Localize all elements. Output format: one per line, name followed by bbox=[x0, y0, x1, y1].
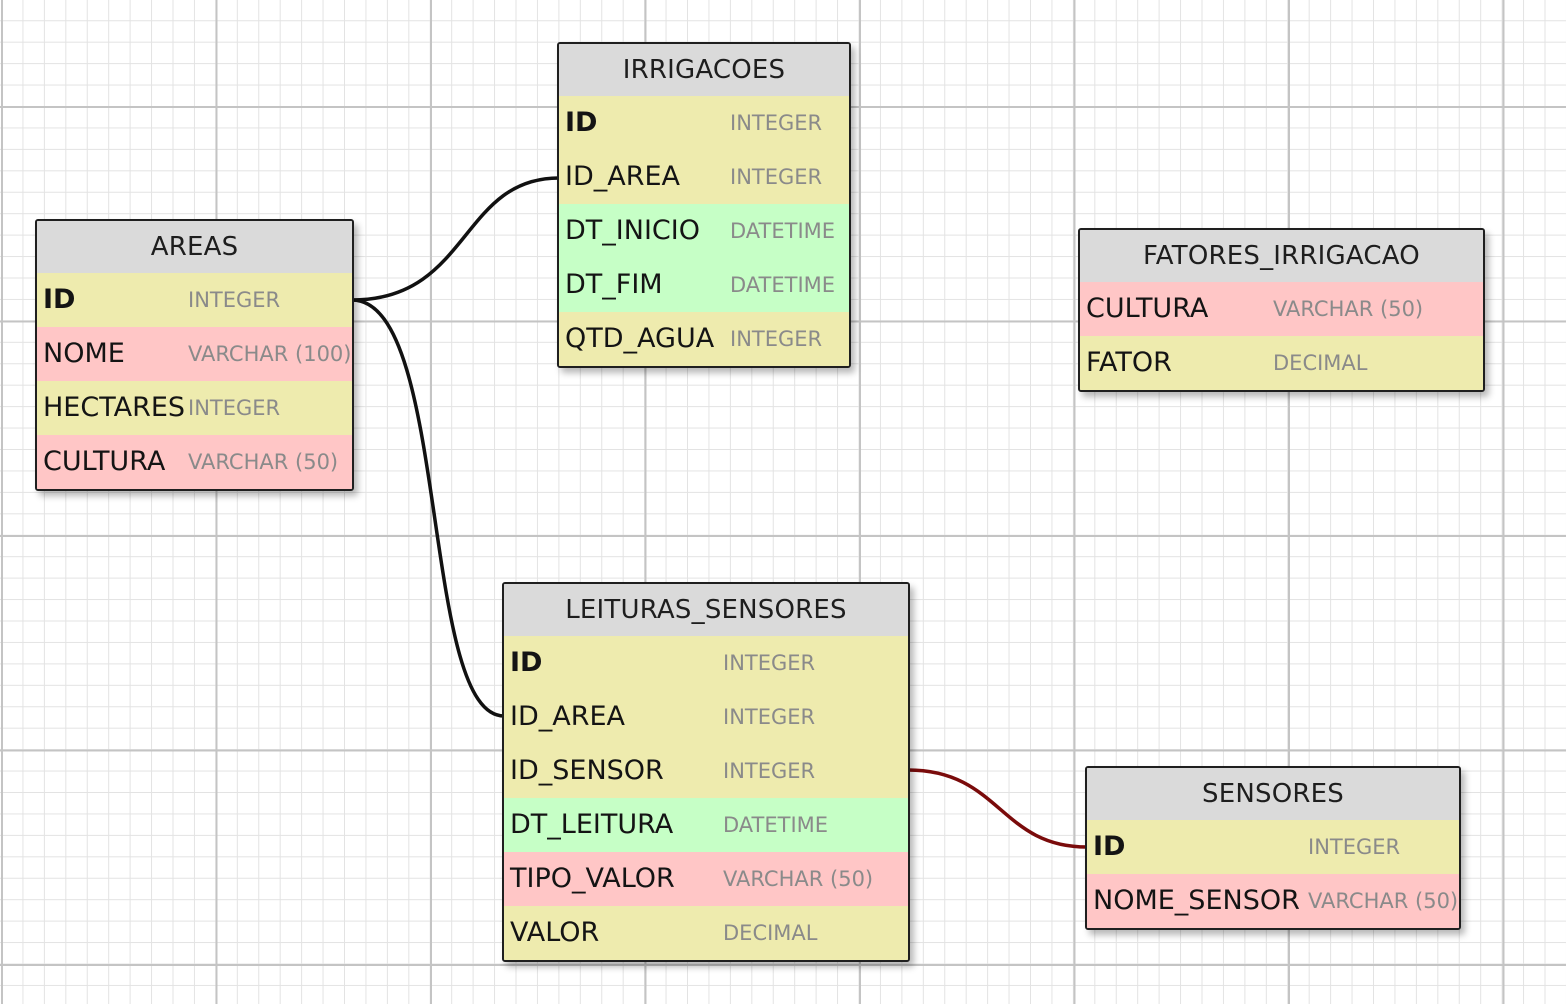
table-title[interactable]: FATORES_IRRIGACAO bbox=[1080, 230, 1483, 282]
table-leituras-sensores[interactable]: LEITURAS_SENSORES ID INTEGER ID_AREA INT… bbox=[502, 582, 910, 962]
column-type: VARCHAR (50) bbox=[188, 450, 339, 474]
column-row-id-sensor[interactable]: ID_SENSOR INTEGER bbox=[504, 744, 908, 798]
column-row-id[interactable]: ID INTEGER bbox=[37, 273, 352, 327]
column-row-cultura[interactable]: CULTURA VARCHAR (50) bbox=[37, 435, 352, 489]
column-type: DATETIME bbox=[730, 219, 836, 243]
table-title[interactable]: AREAS bbox=[37, 221, 352, 273]
column-name: HECTARES bbox=[43, 392, 186, 423]
column-type: VARCHAR (100) bbox=[188, 342, 352, 366]
column-row-fator[interactable]: FATOR DECIMAL bbox=[1080, 336, 1483, 390]
column-type: INTEGER bbox=[723, 759, 816, 783]
table-title[interactable]: SENSORES bbox=[1087, 768, 1459, 820]
table-fatores-irrigacao[interactable]: FATORES_IRRIGACAO CULTURA VARCHAR (50) F… bbox=[1078, 228, 1485, 392]
table-irrigacoes[interactable]: IRRIGACOES ID INTEGER ID_AREA INTEGER DT… bbox=[557, 42, 851, 368]
column-row-dt-inicio[interactable]: DT_INICIO DATETIME bbox=[559, 204, 849, 258]
column-type: INTEGER bbox=[188, 396, 281, 420]
column-name: ID bbox=[1093, 831, 1126, 862]
column-name: ID bbox=[43, 284, 76, 315]
column-type: DATETIME bbox=[730, 273, 836, 297]
column-type: INTEGER bbox=[1308, 835, 1401, 859]
column-row-tipo-valor[interactable]: TIPO_VALOR VARCHAR (50) bbox=[504, 852, 908, 906]
column-type: DATETIME bbox=[723, 813, 829, 837]
relation-areas-id-to-irrigacoes-id-area[interactable] bbox=[351, 176, 560, 302]
table-title[interactable]: IRRIGACOES bbox=[559, 44, 849, 96]
column-name: FATOR bbox=[1086, 347, 1172, 378]
column-type: VARCHAR (50) bbox=[1308, 889, 1459, 913]
column-name: QTD_AGUA bbox=[565, 323, 715, 354]
column-name: CULTURA bbox=[1086, 293, 1209, 324]
column-type: INTEGER bbox=[730, 111, 823, 135]
column-row-valor[interactable]: VALOR DECIMAL bbox=[504, 906, 908, 960]
column-name: VALOR bbox=[510, 917, 600, 948]
column-row-nome-sensor[interactable]: NOME_SENSOR VARCHAR (50) bbox=[1087, 874, 1459, 928]
column-name: ID_SENSOR bbox=[510, 755, 664, 786]
column-name: ID bbox=[565, 107, 598, 138]
column-name: ID_AREA bbox=[510, 701, 626, 732]
table-title[interactable]: LEITURAS_SENSORES bbox=[504, 584, 908, 636]
table-areas[interactable]: AREAS ID INTEGER NOME VARCHAR (100) HECT… bbox=[35, 219, 354, 491]
column-name: CULTURA bbox=[43, 446, 166, 477]
column-type: INTEGER bbox=[730, 327, 823, 351]
column-name: NOME_SENSOR bbox=[1093, 885, 1300, 916]
column-name: DT_FIM bbox=[565, 269, 663, 300]
column-name: TIPO_VALOR bbox=[510, 863, 675, 894]
column-type: DECIMAL bbox=[723, 921, 818, 945]
column-row-qtd-agua[interactable]: QTD_AGUA INTEGER bbox=[559, 312, 849, 366]
table-sensores[interactable]: SENSORES ID INTEGER NOME_SENSOR VARCHAR … bbox=[1085, 766, 1461, 930]
column-type: VARCHAR (50) bbox=[1273, 297, 1424, 321]
column-row-id-area[interactable]: ID_AREA INTEGER bbox=[504, 690, 908, 744]
column-row-cultura[interactable]: CULTURA VARCHAR (50) bbox=[1080, 282, 1483, 336]
column-name: DT_INICIO bbox=[565, 215, 700, 246]
relation-sensores-id-to-leituras-sensores-id-sensor[interactable] bbox=[907, 768, 1088, 849]
column-row-id[interactable]: ID INTEGER bbox=[1087, 820, 1459, 874]
column-type: VARCHAR (50) bbox=[723, 867, 874, 891]
column-row-dt-leitura[interactable]: DT_LEITURA DATETIME bbox=[504, 798, 908, 852]
column-row-hectares[interactable]: HECTARES INTEGER bbox=[37, 381, 352, 435]
column-row-id[interactable]: ID INTEGER bbox=[559, 96, 849, 150]
column-type: DECIMAL bbox=[1273, 351, 1368, 375]
column-row-dt-fim[interactable]: DT_FIM DATETIME bbox=[559, 258, 849, 312]
column-type: INTEGER bbox=[188, 288, 281, 312]
column-type: INTEGER bbox=[730, 165, 823, 189]
column-row-id[interactable]: ID INTEGER bbox=[504, 636, 908, 690]
column-type: INTEGER bbox=[723, 705, 816, 729]
column-name: NOME bbox=[43, 338, 125, 369]
column-type: INTEGER bbox=[723, 651, 816, 675]
column-row-nome[interactable]: NOME VARCHAR (100) bbox=[37, 327, 352, 381]
column-row-id-area[interactable]: ID_AREA INTEGER bbox=[559, 150, 849, 204]
column-name: DT_LEITURA bbox=[510, 809, 674, 840]
column-name: ID_AREA bbox=[565, 161, 681, 192]
column-name: ID bbox=[510, 647, 543, 678]
relation-areas-id-to-leituras-sensores-id-area[interactable] bbox=[351, 298, 505, 718]
